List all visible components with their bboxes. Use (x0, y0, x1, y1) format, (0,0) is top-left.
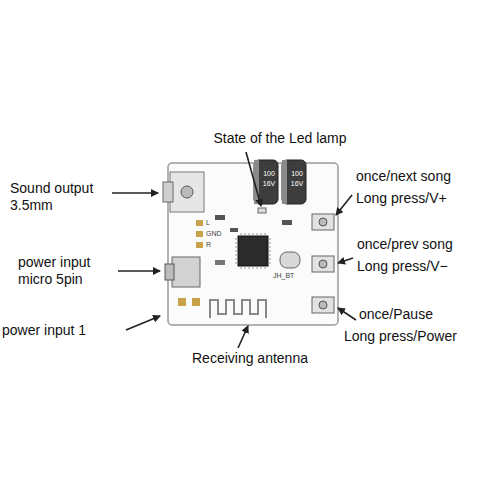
micro-usb (172, 257, 200, 287)
callout-label: power input 1 (2, 322, 124, 339)
pcb-antenna (210, 300, 266, 318)
callout-label: Long press/V− (357, 258, 497, 275)
push-button (312, 214, 334, 230)
callout-label: Receiving antenna (165, 350, 335, 367)
silkscreen-label: R (206, 241, 211, 249)
push-button (312, 297, 334, 313)
jack-opening (163, 182, 173, 202)
leader-arrow (246, 152, 261, 206)
callout-label: State of the Led lamp (180, 130, 380, 147)
callout-label: once/prev song (357, 236, 497, 253)
callout-label: Long press/V+ (356, 190, 496, 207)
leader-arrow (112, 192, 158, 194)
crystal (280, 252, 300, 268)
leader-arrow (118, 270, 160, 272)
capacitor (254, 160, 278, 204)
leader-arrow (336, 195, 352, 215)
bt-chip (238, 236, 268, 266)
callout-label: once/next song (356, 168, 496, 185)
callout-label: Long press/Power (344, 328, 497, 345)
callout-label: once/Pause (359, 306, 497, 323)
leader-arrow (338, 308, 356, 320)
capacitor-marking: 100 (259, 170, 279, 178)
capacitor (282, 160, 306, 204)
leader-arrow (126, 316, 160, 330)
push-button (312, 256, 334, 272)
callout-label: power input micro 5pin (18, 254, 110, 288)
silkscreen-label: JH_BT (273, 272, 294, 280)
silkscreen-label: GND (206, 230, 222, 238)
led (258, 208, 266, 213)
leader-arrow (338, 258, 353, 263)
leader-arrow (238, 326, 248, 348)
audio-jack (170, 172, 204, 212)
capacitor-marking: 16V (287, 180, 307, 188)
silkscreen-label: L (206, 219, 210, 227)
capacitor-marking: 16V (259, 180, 279, 188)
capacitor-marking: 100 (287, 170, 307, 178)
callout-label: Sound output 3.5mm (10, 180, 110, 214)
pcb-board (168, 163, 338, 325)
